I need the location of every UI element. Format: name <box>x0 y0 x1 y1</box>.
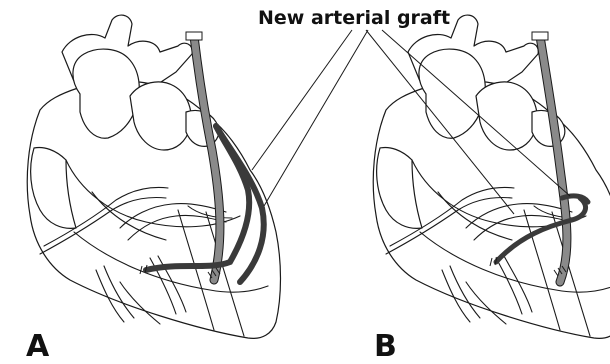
heart-illustration-b <box>373 15 610 338</box>
diagram-title: New arterial graft <box>258 7 450 29</box>
panel-label-a: A <box>26 329 50 364</box>
panel-label-b: B <box>374 329 397 364</box>
panel-b: B <box>373 15 610 364</box>
panel-a: A <box>26 15 281 364</box>
